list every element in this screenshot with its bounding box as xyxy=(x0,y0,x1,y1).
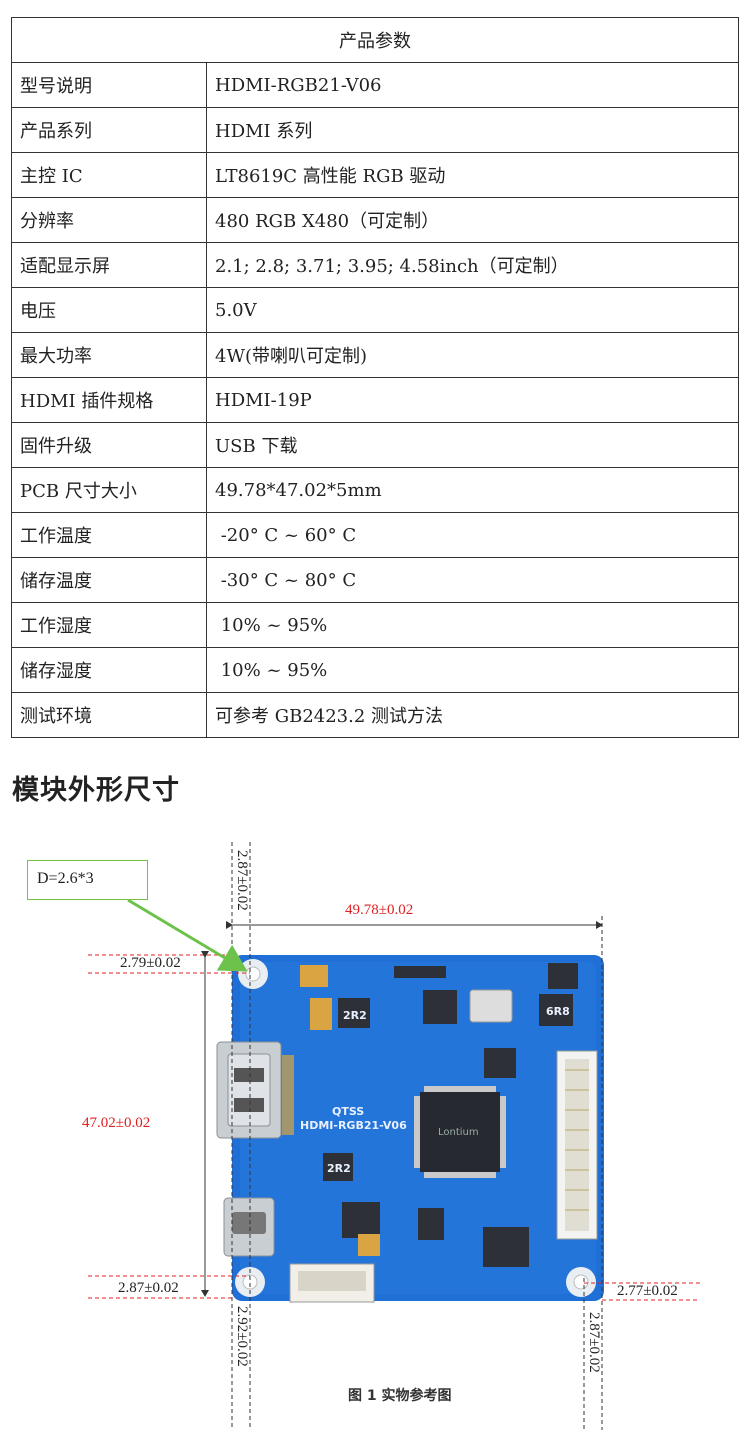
param-value: 可参考 GB2423.2 测试方法 xyxy=(206,692,739,738)
svg-text:2R2: 2R2 xyxy=(327,1162,351,1175)
chip-label: Lontium xyxy=(438,1127,479,1138)
param-value: 10% ~ 95% xyxy=(206,647,739,693)
bottom-left-vertical-dimension: 2.92±0.02 xyxy=(234,1306,250,1367)
param-value: 2.1; 2.8; 3.71; 3.95; 4.58inch（可定制） xyxy=(206,242,739,288)
param-value: LT8619C 高性能 RGB 驱动 xyxy=(206,152,739,198)
param-name: 工作温度 xyxy=(11,512,207,558)
fpc-connector xyxy=(556,1050,598,1240)
param-name: 电压 xyxy=(11,287,207,333)
param-value: 5.0V xyxy=(206,287,739,333)
bottom-right-vertical-dimension: 2.87±0.02 xyxy=(586,1312,602,1373)
param-value: -20° C ~ 60° C xyxy=(206,512,739,558)
param-value: USB 下载 xyxy=(206,422,739,468)
param-value: 4W(带喇叭可定制) xyxy=(206,332,739,378)
inductor-3: 6R8 xyxy=(539,994,573,1026)
param-name: 产品系列 xyxy=(11,107,207,153)
board-illustration: Lontium 2R2 2R2 6R8 QTSS HDMI-RGB21-V06 xyxy=(88,842,700,1430)
table-row: 工作温度 -20° C ~ 60° C xyxy=(11,512,739,558)
mounting-hole-bottom-right xyxy=(566,1267,596,1297)
param-name: 主控 IC xyxy=(11,152,207,198)
table-row: 测试环境可参考 GB2423.2 测试方法 xyxy=(11,692,739,738)
param-value: HDMI-19P xyxy=(206,377,739,423)
param-name: 分辨率 xyxy=(11,197,207,243)
usb-connector xyxy=(223,1197,275,1257)
svg-text:2R2: 2R2 xyxy=(343,1009,367,1022)
param-name: 最大功率 xyxy=(11,332,207,378)
param-value: HDMI 系列 xyxy=(206,107,739,153)
bottom-right-offset-dimension: 2.77±0.02 xyxy=(617,1283,678,1299)
figure-caption: 图 1 实物参考图 xyxy=(348,1388,452,1404)
param-value: HDMI-RGB21-V06 xyxy=(206,62,739,108)
main-chip: Lontium xyxy=(414,1086,506,1178)
width-dimension: 49.78±0.02 xyxy=(345,902,414,918)
svg-text:6R8: 6R8 xyxy=(546,1005,570,1018)
dimension-lines xyxy=(88,842,700,1430)
param-name: PCB 尺寸大小 xyxy=(11,467,207,513)
silk-brand: QTSS xyxy=(332,1105,364,1118)
param-name: 储存湿度 xyxy=(11,647,207,693)
section-title: 模块外形尺寸 xyxy=(12,775,180,806)
silk-model: HDMI-RGB21-V06 xyxy=(300,1119,407,1132)
hdmi-connector xyxy=(216,1041,282,1139)
inductor-1: 2R2 xyxy=(338,998,370,1028)
module-dimension-drawing: Lontium 2R2 2R2 6R8 QTSS HDMI-RGB21-V06 xyxy=(0,830,750,1452)
param-value: 49.78*47.02*5mm xyxy=(206,467,739,513)
inductor-2: 2R2 xyxy=(323,1153,353,1181)
mounting-hole-bottom-left xyxy=(235,1267,265,1297)
param-value: 10% ~ 95% xyxy=(206,602,739,648)
height-dimension: 47.02±0.02 xyxy=(82,1115,151,1131)
param-name: 型号说明 xyxy=(11,62,207,108)
param-name: 适配显示屏 xyxy=(11,242,207,288)
bottom-left-offset-dimension: 2.87±0.02 xyxy=(118,1280,179,1296)
pin-header-connector xyxy=(289,1263,375,1303)
param-name: 工作湿度 xyxy=(11,602,207,648)
param-name: HDMI 插件规格 xyxy=(11,377,207,423)
top-vertical-dimension: 2.87±0.02 xyxy=(234,850,250,911)
mounting-hole-top-left xyxy=(238,959,268,989)
table-row: 工作湿度 10% ~ 95% xyxy=(11,602,739,648)
param-value: -30° C ~ 80° C xyxy=(206,557,739,603)
table-row: 储存温度 -30° C ~ 80° C xyxy=(11,557,739,603)
callout-arrow xyxy=(127,898,248,972)
param-name: 固件升级 xyxy=(11,422,207,468)
param-value: 480 RGB X480（可定制） xyxy=(206,197,739,243)
top-left-offset-dimension: 2.79±0.02 xyxy=(120,955,181,971)
table-header: 产品参数 xyxy=(11,17,739,63)
param-name: 储存温度 xyxy=(11,557,207,603)
table-row: 储存湿度 10% ~ 95% xyxy=(11,647,739,693)
param-name: 测试环境 xyxy=(11,692,207,738)
hole-diameter-callout: D=2.6*3 xyxy=(27,860,148,900)
